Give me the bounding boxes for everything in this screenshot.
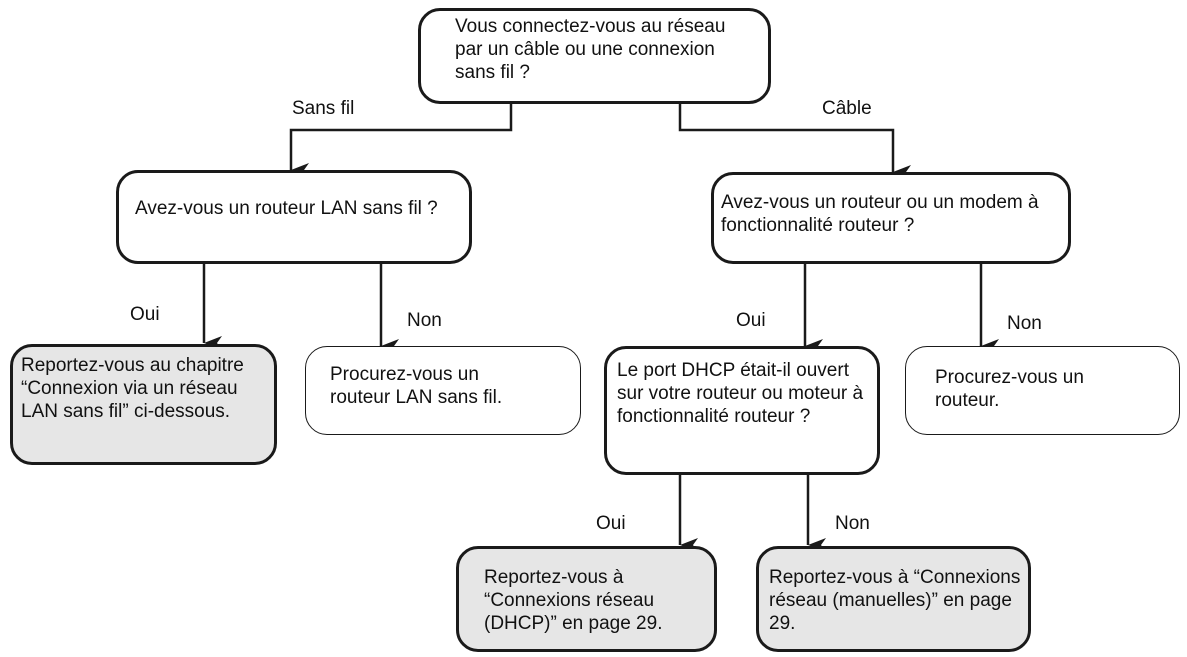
edge-label-sans-fil: Sans fil bbox=[292, 98, 355, 119]
edge-start-to-cable bbox=[678, 103, 911, 179]
edge-label-cable: Câble bbox=[822, 98, 872, 119]
node-dhcp-no-text: Reportez-vous à “Connexions réseau (manu… bbox=[769, 567, 1021, 634]
node-dhcp-no-result: Reportez-vous à “Connexions réseau (manu… bbox=[756, 546, 1031, 652]
edge-label-dhcp-oui: Oui bbox=[596, 513, 626, 534]
node-wireless-no-text: Procurez-vous un routeur LAN sans fil. bbox=[330, 364, 503, 408]
edge-label-cable-oui: Oui bbox=[736, 310, 766, 331]
edge-label-wireless-non: Non bbox=[407, 310, 442, 331]
node-cable-router-text: Avez-vous un routeur ou un modem à fonct… bbox=[721, 192, 1039, 236]
node-wireless-yes-result: Reportez-vous au chapitre “Connexion via… bbox=[10, 344, 277, 465]
node-cable-no-text: Procurez-vous un routeur. bbox=[935, 367, 1084, 411]
node-cable-no-result: Procurez-vous un routeur. bbox=[905, 346, 1180, 435]
node-dhcp-yes-text: Reportez-vous à “Connexions réseau (DHCP… bbox=[484, 567, 663, 634]
edge-start-to-wireless bbox=[289, 103, 513, 177]
node-wireless-router-question: Avez-vous un routeur LAN sans fil ? bbox=[116, 170, 472, 264]
edge-label-cable-non: Non bbox=[1007, 313, 1042, 334]
node-dhcp-question: Le port DHCP était-il ouvert sur votre r… bbox=[604, 346, 880, 475]
edge-label-wireless-oui: Oui bbox=[130, 304, 160, 325]
node-start-text: Vous connectez-vous au réseau par un câb… bbox=[455, 16, 726, 83]
node-cable-router-question: Avez-vous un routeur ou un modem à fonct… bbox=[711, 172, 1071, 264]
node-wireless-router-text: Avez-vous un routeur LAN sans fil ? bbox=[135, 198, 438, 219]
node-start-question: Vous connectez-vous au réseau par un câb… bbox=[418, 8, 771, 104]
node-wireless-no-result: Procurez-vous un routeur LAN sans fil. bbox=[305, 346, 581, 435]
node-dhcp-text: Le port DHCP était-il ouvert sur votre r… bbox=[617, 360, 864, 427]
edge-label-dhcp-non: Non bbox=[835, 513, 870, 534]
node-wireless-yes-text: Reportez-vous au chapitre “Connexion via… bbox=[21, 355, 244, 422]
node-dhcp-yes-result: Reportez-vous à “Connexions réseau (DHCP… bbox=[456, 546, 717, 652]
